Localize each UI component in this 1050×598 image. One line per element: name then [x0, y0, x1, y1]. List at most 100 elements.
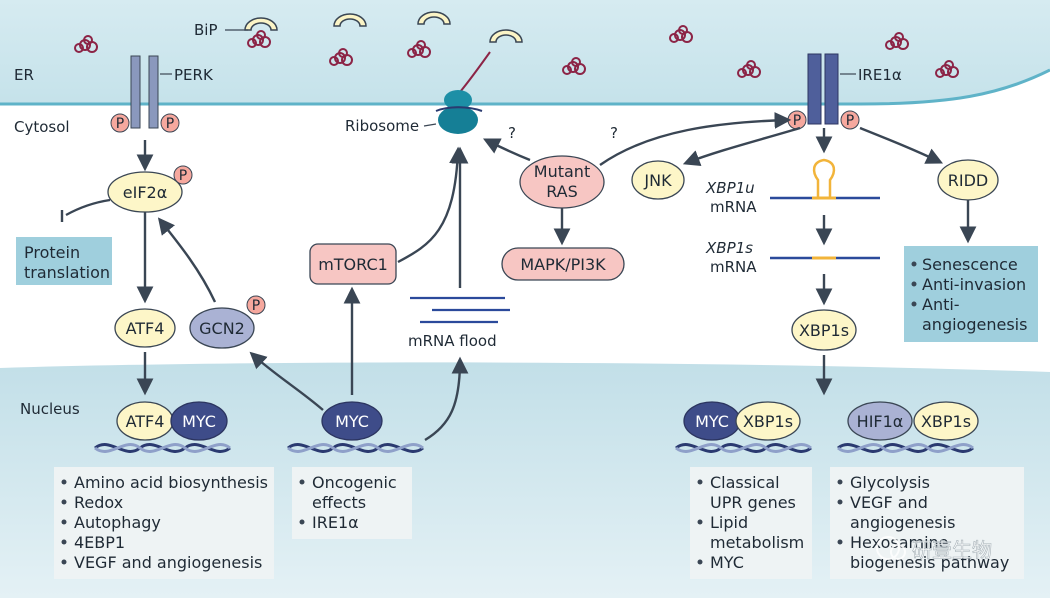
- target-item-cont: effects: [312, 493, 366, 512]
- hif1a-xbp1s-targets-list: Glycolysis VEGF and angiogenesis Hexosam…: [837, 473, 1009, 572]
- svg-text:P: P: [846, 113, 854, 129]
- svg-text:eIF2α: eIF2α: [123, 183, 168, 202]
- question-mark-1: ?: [508, 124, 516, 142]
- ridd-effect-2: Anti-invasion: [922, 275, 1026, 294]
- node-mapk-pi3k: MAPK/PI3K: [501, 247, 625, 281]
- target-item: Redox: [74, 493, 123, 512]
- misfolded-protein-icon: [407, 40, 431, 58]
- myc-xbp1s-targets-box: [690, 467, 812, 579]
- target-item: MYC: [710, 553, 744, 572]
- target-item: Autophagy: [74, 513, 161, 532]
- misfolded-protein-icon: [737, 60, 761, 78]
- dna-icon: [94, 443, 231, 453]
- misfolded-protein-icon: [935, 60, 959, 78]
- ire1a-phospho-right: P: [840, 110, 860, 130]
- misfolded-protein-icon: [669, 25, 693, 43]
- perk-label: PERK: [174, 66, 214, 84]
- dna-helices: [94, 443, 974, 453]
- dna-icon: [287, 443, 424, 453]
- perk-receptor: [130, 55, 159, 129]
- svg-text:MYC: MYC: [335, 412, 369, 431]
- node-mtorc1: mTORC1: [309, 243, 397, 285]
- misfolded-protein-icon: [329, 48, 353, 66]
- xbp1u-label: XBP1u: [705, 179, 755, 197]
- atf4-myc-targets-list: Amino acid biosynthesis Redox Autophagy …: [61, 473, 268, 572]
- mrna-flood-label: mRNA flood: [408, 332, 497, 350]
- node-mutant-ras: Mutant RAS: [519, 155, 605, 209]
- ridd-effects-box: [904, 246, 1038, 342]
- watermark-text: 研壹生物: [912, 538, 992, 562]
- misfolded-protein-icon: [562, 57, 586, 75]
- perk-phospho-right: P: [160, 113, 180, 133]
- target-item: Lipid: [710, 513, 748, 532]
- xbp1s-mrna-gene-label: XBP1s: [705, 239, 753, 257]
- protein-translation-box: [16, 237, 112, 285]
- target-item: IRE1α: [312, 513, 359, 532]
- node-ridd: RIDD: [937, 159, 999, 201]
- svg-text:P: P: [116, 116, 124, 132]
- complex-atf4-myc: ATF4 MYC: [116, 401, 228, 441]
- xbp1s-mrna-label: mRNA: [710, 258, 757, 276]
- bip-icon: [489, 29, 523, 43]
- nascent-chain: [459, 51, 491, 93]
- svg-text:JNK: JNK: [643, 171, 672, 190]
- svg-text:ATF4: ATF4: [126, 319, 165, 338]
- svg-text:XBP1s: XBP1s: [799, 321, 849, 340]
- svg-text:XBP1s: XBP1s: [921, 412, 971, 431]
- target-item: Amino acid biosynthesis: [74, 473, 268, 492]
- target-item: Classical: [710, 473, 780, 492]
- xbp1u-mrna-label: mRNA: [710, 198, 757, 216]
- target-item: VEGF and: [850, 493, 928, 512]
- svg-text:P: P: [179, 168, 187, 184]
- ridd-effects-list: Senescence Anti-invasion Anti- angiogene…: [911, 255, 1027, 334]
- question-mark-2: ?: [610, 124, 618, 142]
- target-item: Hexosamine: [850, 533, 949, 552]
- ridd-effect-3: Anti-: [922, 295, 960, 314]
- protein-translation-line-2: translation: [24, 263, 110, 282]
- ire1a-receptor: [807, 53, 839, 125]
- svg-text:MYC: MYC: [182, 412, 216, 431]
- er-region: [0, 0, 1050, 104]
- node-jnk: JNK: [631, 160, 685, 200]
- bip-icon: [244, 17, 278, 31]
- mrna-flood-icon: [410, 296, 510, 324]
- node-xbp1s: XBP1s: [791, 309, 857, 351]
- hif1a-xbp1s-targets-box: [830, 467, 1024, 579]
- svg-text:P: P: [166, 116, 174, 132]
- node-eif2a: eIF2α P: [107, 165, 193, 213]
- misfolded-protein-icon: [247, 30, 271, 48]
- misfolded-proteins: [74, 25, 959, 78]
- atf4-myc-targets-box: [54, 467, 274, 579]
- ribosome-icon: [435, 90, 483, 134]
- svg-text:Mutant: Mutant: [534, 162, 590, 181]
- complex-myc-xbp1s: MYC XBP1s: [683, 401, 801, 441]
- svg-text:P: P: [793, 113, 801, 129]
- target-item: 4EBP1: [74, 533, 125, 552]
- ire1a-phospho-left: P: [787, 110, 807, 130]
- svg-text:mTORC1: mTORC1: [318, 255, 388, 274]
- bip-label: BiP: [194, 21, 218, 39]
- myc-targets-list: Oncogenic effects IRE1α: [299, 473, 397, 532]
- svg-text:HIF1α: HIF1α: [857, 412, 904, 431]
- svg-text:RAS: RAS: [546, 182, 578, 201]
- ire1a-label: IRE1α: [858, 66, 902, 84]
- target-item-cont: biogenesis pathway: [850, 553, 1009, 572]
- svg-text:MAPK/PI3K: MAPK/PI3K: [520, 255, 606, 274]
- target-item-cont: metabolism: [710, 533, 804, 552]
- cytosol-label: Cytosol: [14, 118, 70, 136]
- perk-phospho-left: P: [110, 113, 130, 133]
- svg-text:ATF4: ATF4: [126, 412, 165, 431]
- bip-icon: [417, 11, 451, 25]
- svg-text:MYC: MYC: [695, 412, 729, 431]
- bip-chaperones: [244, 11, 523, 43]
- svg-text:P: P: [252, 298, 260, 314]
- target-item: Glycolysis: [850, 473, 930, 492]
- ribosome-label: Ribosome: [345, 117, 419, 135]
- svg-text:RIDD: RIDD: [948, 171, 988, 190]
- dna-icon: [837, 443, 974, 453]
- target-item-cont: UPR genes: [710, 493, 796, 512]
- myc-targets-box: [292, 467, 412, 539]
- dna-icon: [675, 443, 812, 453]
- complex-myc: MYC: [321, 401, 383, 441]
